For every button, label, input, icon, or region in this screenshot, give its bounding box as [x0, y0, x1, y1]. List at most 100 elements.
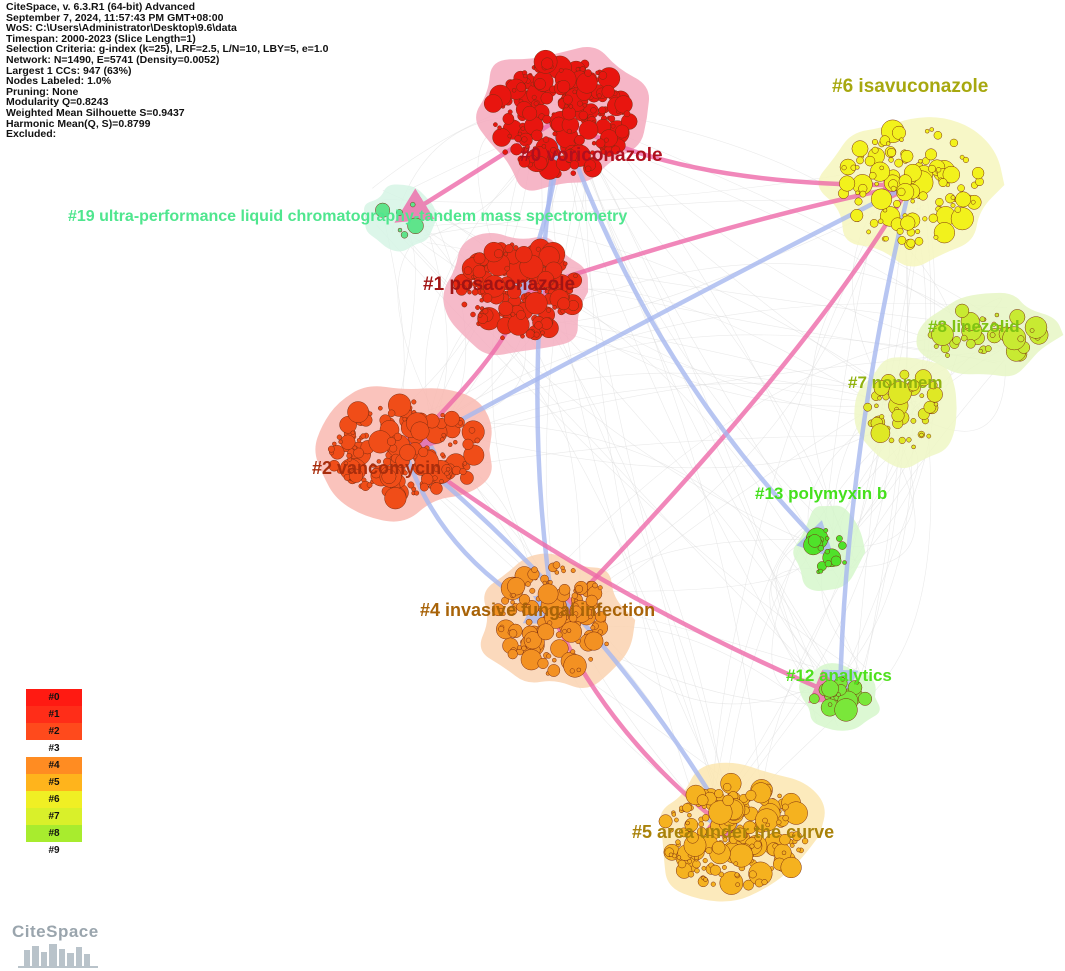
- citation-node: [521, 645, 527, 651]
- citation-node: [796, 847, 801, 853]
- citation-node: [510, 311, 516, 317]
- citation-node: [942, 165, 960, 184]
- citation-node: [529, 587, 536, 594]
- cluster-arrow: [557, 117, 835, 559]
- citation-node: [540, 91, 554, 105]
- citation-node: [722, 837, 728, 843]
- citation-node: [546, 653, 552, 659]
- citation-node: [611, 145, 621, 155]
- background-link: [559, 120, 732, 843]
- citation-node: [381, 469, 397, 484]
- citation-node: [444, 470, 450, 476]
- citation-node: [441, 432, 446, 438]
- citation-node: [350, 430, 356, 436]
- meta-line: September 7, 2024, 11:57:43 PM GMT+08:00: [6, 11, 224, 24]
- citation-node: [918, 158, 923, 164]
- citation-node: [463, 444, 485, 466]
- legend-swatch: #5: [26, 774, 82, 791]
- citation-node: [925, 148, 937, 161]
- citation-node: [562, 94, 573, 105]
- citation-node: [375, 202, 391, 218]
- citation-node: [402, 416, 407, 422]
- citation-node: [440, 412, 445, 418]
- citation-node: [729, 843, 754, 868]
- citation-node: [911, 444, 916, 450]
- background-link: [574, 144, 764, 824]
- citation-node: [502, 149, 508, 155]
- citation-node: [576, 667, 582, 673]
- citation-node: [570, 568, 576, 574]
- citation-node: [891, 409, 905, 423]
- citation-node: [451, 465, 462, 476]
- citation-node: [537, 657, 549, 669]
- citation-node: [483, 94, 503, 113]
- meta-line: Pruning: None: [6, 85, 79, 98]
- citation-node: [1002, 326, 1027, 351]
- cluster-arrow: [548, 183, 912, 627]
- citation-node: [949, 138, 959, 148]
- citation-node: [508, 629, 518, 638]
- citation-node: [675, 839, 681, 845]
- citation-node: [899, 137, 904, 142]
- citation-node: [754, 833, 763, 842]
- citation-node: [447, 442, 453, 447]
- citation-node: [520, 126, 526, 131]
- citation-node: [534, 321, 543, 330]
- citation-node: [871, 138, 879, 146]
- legend-swatch: #8: [26, 825, 82, 842]
- citation-node: [924, 128, 930, 134]
- citation-node: [566, 628, 572, 633]
- citation-node: [461, 301, 468, 308]
- citation-node: [824, 536, 830, 541]
- citation-node: [537, 583, 559, 605]
- citation-node: [440, 437, 445, 442]
- citation-node: [702, 858, 708, 864]
- citation-node: [356, 438, 362, 443]
- legend-swatch: #1: [26, 706, 82, 723]
- citation-node: [871, 146, 879, 154]
- citation-node: [906, 238, 916, 248]
- meta-line: Excluded:: [6, 128, 57, 141]
- citation-node: [855, 165, 860, 170]
- citation-node: [851, 140, 869, 158]
- citation-node: [477, 313, 483, 318]
- cluster-label-19: #19 ultra-performance liquid chromatogra…: [68, 208, 627, 225]
- citation-node: [598, 106, 607, 115]
- cluster-label-4: #4 invasive fungal infection: [420, 600, 655, 620]
- meta-line: Nodes Labeled: 1.0%: [6, 75, 112, 88]
- citation-node: [584, 69, 592, 77]
- citation-node: [807, 534, 822, 548]
- citation-node: [809, 693, 820, 704]
- citation-node: [603, 137, 609, 143]
- cluster-label-13: #13 polymyxin b: [755, 484, 887, 503]
- citation-node: [955, 303, 970, 318]
- citation-node: [502, 112, 515, 125]
- citation-node: [945, 352, 950, 358]
- citation-node: [893, 200, 901, 208]
- citation-node: [588, 614, 593, 620]
- citation-node: [1009, 309, 1026, 326]
- citation-node: [964, 324, 970, 329]
- citation-node: [563, 654, 587, 678]
- background-link: [432, 422, 806, 580]
- citation-node: [839, 175, 856, 192]
- citation-node: [761, 879, 768, 886]
- citation-node: [534, 78, 546, 90]
- citation-node: [542, 136, 550, 143]
- citation-node: [462, 461, 468, 466]
- logo-text: CiteSpace: [12, 922, 99, 941]
- citation-node: [402, 470, 408, 476]
- citation-node: [841, 165, 847, 171]
- citation-node: [856, 156, 864, 165]
- citation-node: [550, 146, 557, 154]
- citation-node: [555, 631, 563, 639]
- citation-node: [615, 124, 630, 139]
- citation-node: [572, 89, 577, 95]
- citation-node: [705, 847, 713, 855]
- citation-node: [515, 246, 533, 264]
- citation-node: [386, 437, 396, 446]
- citation-node: [1017, 335, 1025, 343]
- citation-node: [923, 400, 937, 414]
- citation-node: [922, 216, 928, 222]
